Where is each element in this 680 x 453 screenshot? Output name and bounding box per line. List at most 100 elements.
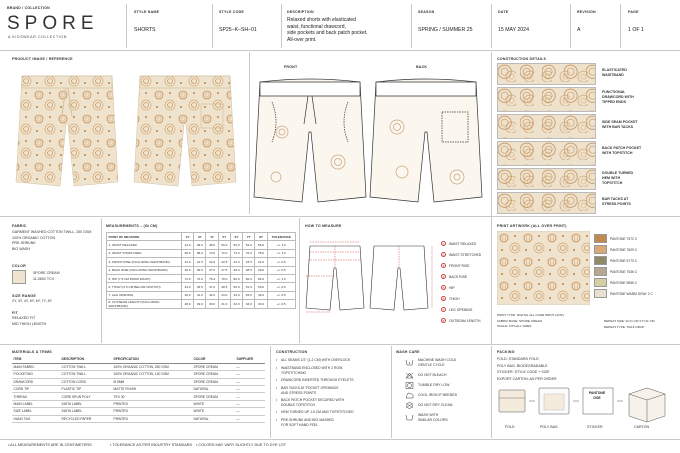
color-swatch: [594, 267, 607, 276]
measure-item: BACK RISE: [449, 275, 468, 279]
wash-care-title: WASH CARE: [396, 350, 420, 354]
footer-note: • COLORS MAY VARY SLIGHTLY DUE TO DYE LO…: [196, 443, 286, 447]
detail-photo-waistband: [497, 63, 596, 85]
date: 15 MAY 2024: [498, 27, 529, 33]
packing-step-sticker: STICKER: [587, 425, 603, 429]
wash-similar-colors-icon: [405, 414, 414, 421]
color-swatch: [12, 270, 26, 284]
how-to-measure-title: HOW TO MEASURE: [305, 224, 342, 228]
poly-bag-icon: [538, 387, 570, 415]
tumble-dry-low-icon: [405, 382, 414, 389]
measure-marker: 1: [441, 241, 446, 246]
materials-title: MATERIALS & TRIMS: [12, 350, 52, 354]
measure-item: FRONT RISE: [449, 264, 470, 268]
measure-marker: 8: [441, 318, 446, 323]
measure-item: WAIST STRETCHED: [449, 253, 482, 257]
iron-icon: [405, 392, 414, 399]
print-artwork-title: PRINT ARTWORK (ALL OVER PRINT): [497, 224, 567, 228]
color-swatch: [594, 256, 607, 265]
sticker-icon: [582, 387, 614, 415]
brand-tagline: A KIDSWEAR COLLECTION: [8, 35, 67, 39]
style-name-label: STYLE NAME: [134, 10, 160, 14]
swatch-label: PANTONE 5773 C: [610, 259, 638, 263]
size-range-title: SIZE RANGE: [12, 294, 36, 298]
season-label: SEASON: [418, 10, 435, 14]
measure-marker: 6: [441, 296, 446, 301]
color-swatch: [594, 278, 607, 287]
measurements-title: MEASUREMENTS – (IN CM): [106, 224, 158, 228]
wash-cold-icon: [405, 359, 414, 366]
print-artwork-tile: [497, 231, 590, 305]
measure-item: HIP: [449, 286, 455, 290]
product-image-title: PRODUCT IMAGE / REFERENCE: [12, 57, 73, 61]
swatch-label: PANTONE 7509 C: [610, 248, 638, 252]
description-line: side pockets and back patch pocket.: [287, 30, 368, 37]
swatch-label: PANTONE 7572 C: [610, 237, 638, 241]
fit-title: FIT: [12, 311, 18, 315]
color-swatch: [594, 234, 607, 243]
brand-logo: SPORE: [7, 13, 99, 34]
no-bleach-icon: [405, 372, 414, 379]
season: SPRING / SUMMER 25: [418, 27, 473, 33]
color-swatch: [594, 245, 607, 254]
measure-marker: 2: [441, 252, 446, 257]
page-number: 1 OF 1: [628, 27, 644, 33]
list-item: HEM TURNED UP 1.5 CM AND TOPSTITCHED: [276, 410, 354, 415]
product-photo-front: [15, 75, 119, 187]
product-photo-back: [133, 75, 237, 187]
sketch-back: [369, 78, 483, 203]
footer-note: • ALL MEASUREMENTS ARE IN CENTIMETERS: [8, 443, 92, 447]
revision: A: [577, 27, 581, 33]
measure-item: WAIST RELAXED: [449, 242, 477, 246]
list-item: DRAWCORD INSERTED THROUGH EYELETS: [276, 378, 354, 383]
print-specs-left: PRINT TYPE: DIGITAL ALL OVER PRINT (AOP)…: [497, 313, 564, 329]
detail-photo-drawcord: [497, 87, 596, 112]
style-code: SP25–K–SH–01: [219, 27, 257, 33]
page-label: PAGE: [628, 10, 639, 14]
list-item: ALL SEAMS 1/2" (1.2 CM) WITH OVERLOCK: [276, 358, 350, 363]
measure-marker: 4: [441, 274, 446, 279]
description: Relaxed shorts with elasticated waist, f…: [287, 17, 368, 43]
sketch-front-label: FRONT: [284, 65, 298, 69]
detail-photo-back-pocket: [497, 141, 596, 166]
measure-marker: 5: [441, 285, 446, 290]
revision-label: REVISION: [577, 10, 596, 14]
packing-steps: [498, 387, 666, 423]
carton-icon: [628, 387, 666, 423]
construction-title: CONSTRUCTION: [276, 350, 308, 354]
measure-item: LEG OPENING: [449, 308, 473, 312]
list-item: WAISTBAND ENCLOSED WITH 2 ROWTOPSTITCHIN…: [276, 366, 342, 375]
size-range: 2Y, 3Y, 4Y, 5Y, 6Y, 7Y, 8Y: [12, 299, 52, 303]
construction-details-title: CONSTRUCTION DETAILS: [497, 57, 547, 61]
no-dry-clean-icon: [405, 402, 414, 409]
style-name: SHORTS: [134, 27, 156, 33]
measure-item: OUTSEAM LENGTH: [449, 319, 481, 323]
measure-marker: 3: [441, 263, 446, 268]
measure-marker: 7: [441, 307, 446, 312]
detail-photo-hem: [497, 168, 596, 190]
